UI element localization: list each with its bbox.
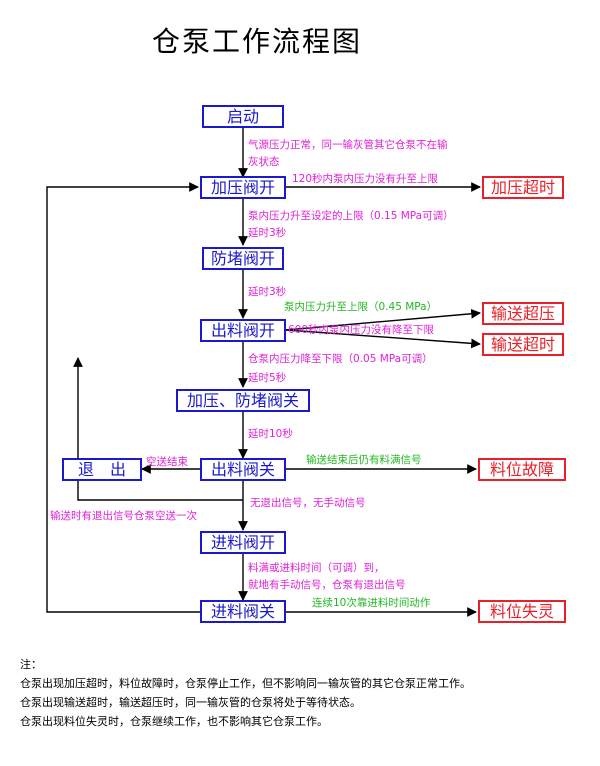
level-signal-label: 输送结束后仍有料满信号 [306, 454, 422, 466]
pressure-no-rise-label: 120秒内泵内压力没有升至上限 [292, 173, 439, 185]
delay-10s-label: 延时10秒 [248, 428, 293, 440]
start-condition-label-1: 气源压力正常，同一输灰管其它仓泵不在输 [248, 139, 448, 151]
discharge-valve-open-box: 出料阀开 [200, 319, 286, 342]
start-box: 启动 [202, 105, 284, 128]
page-title: 仓泵工作流程图 [152, 25, 363, 58]
delay-5s-label: 延时5秒 [248, 372, 287, 384]
pressurize-valve-open-box: 加压阀开 [200, 176, 286, 199]
note-line-2: 仓泵出现输送超时，输送超压时，同一输灰管的仓泵将处于等待状态。 [20, 696, 361, 709]
level-fault-alarm: 料位故障 [478, 458, 566, 481]
feed-full-label-1: 料满或进料时间（可调）到， [248, 562, 385, 574]
anti-block-valve-open-box: 防堵阀开 [202, 247, 284, 270]
convey-end-label: 空送结束 [146, 456, 188, 468]
notes-heading: 注： [20, 658, 42, 671]
pressure-no-drop-label: 600秒内泵内压力没有降至下限 [288, 324, 435, 336]
feed-full-label-2: 就地有手动信号，仓泵有退出信号 [248, 579, 406, 591]
note-line-1: 仓泵出现加压超时，料位故障时，仓泵停止工作，但不影响同一输灰管的其它仓泵正常工作… [20, 677, 471, 690]
pressure-upper-label-1: 泵内压力升至设定的上限（0.15 MPa可调） [248, 210, 454, 222]
pressure-upper-label-2: 延时3秒 [248, 227, 287, 239]
exit-box: 退 出 [62, 458, 142, 481]
discharge-valve-close-box: 出料阀关 [200, 458, 286, 481]
level-failure-alarm: 料位失灵 [478, 600, 566, 623]
pressure-lower-label: 仓泵内压力降至下限（0.05 MPa可调） [248, 353, 433, 365]
pressurize-timeout-alarm: 加压超时 [482, 176, 564, 199]
start-condition-label-2: 灰状态 [248, 156, 280, 168]
pressurize-block-close-box: 加压、防堵阀关 [176, 389, 310, 412]
delay-3s-label: 延时3秒 [248, 286, 287, 298]
exit-during-convey-label: 输送时有退出信号仓泵空送一次 [50, 510, 197, 522]
convey-timeout-alarm: 输送超时 [482, 333, 564, 356]
convey-overpressure-alarm: 输送超压 [482, 302, 564, 325]
pressure-above-limit-label: 泵内压力升至上限（0.45 MPa） [284, 301, 438, 313]
note-line-3: 仓泵出现料位失灵时，仓泵继续工作，也不影响其它仓泵工作。 [20, 715, 328, 728]
feed-valve-close-box: 进料阀关 [200, 600, 286, 623]
feed-valve-open-box: 进料阀开 [200, 531, 286, 554]
feed-10-times-label: 连续10次靠进料时间动作 [312, 597, 431, 609]
no-exit-signal-label: 无退出信号，无手动信号 [250, 497, 366, 509]
